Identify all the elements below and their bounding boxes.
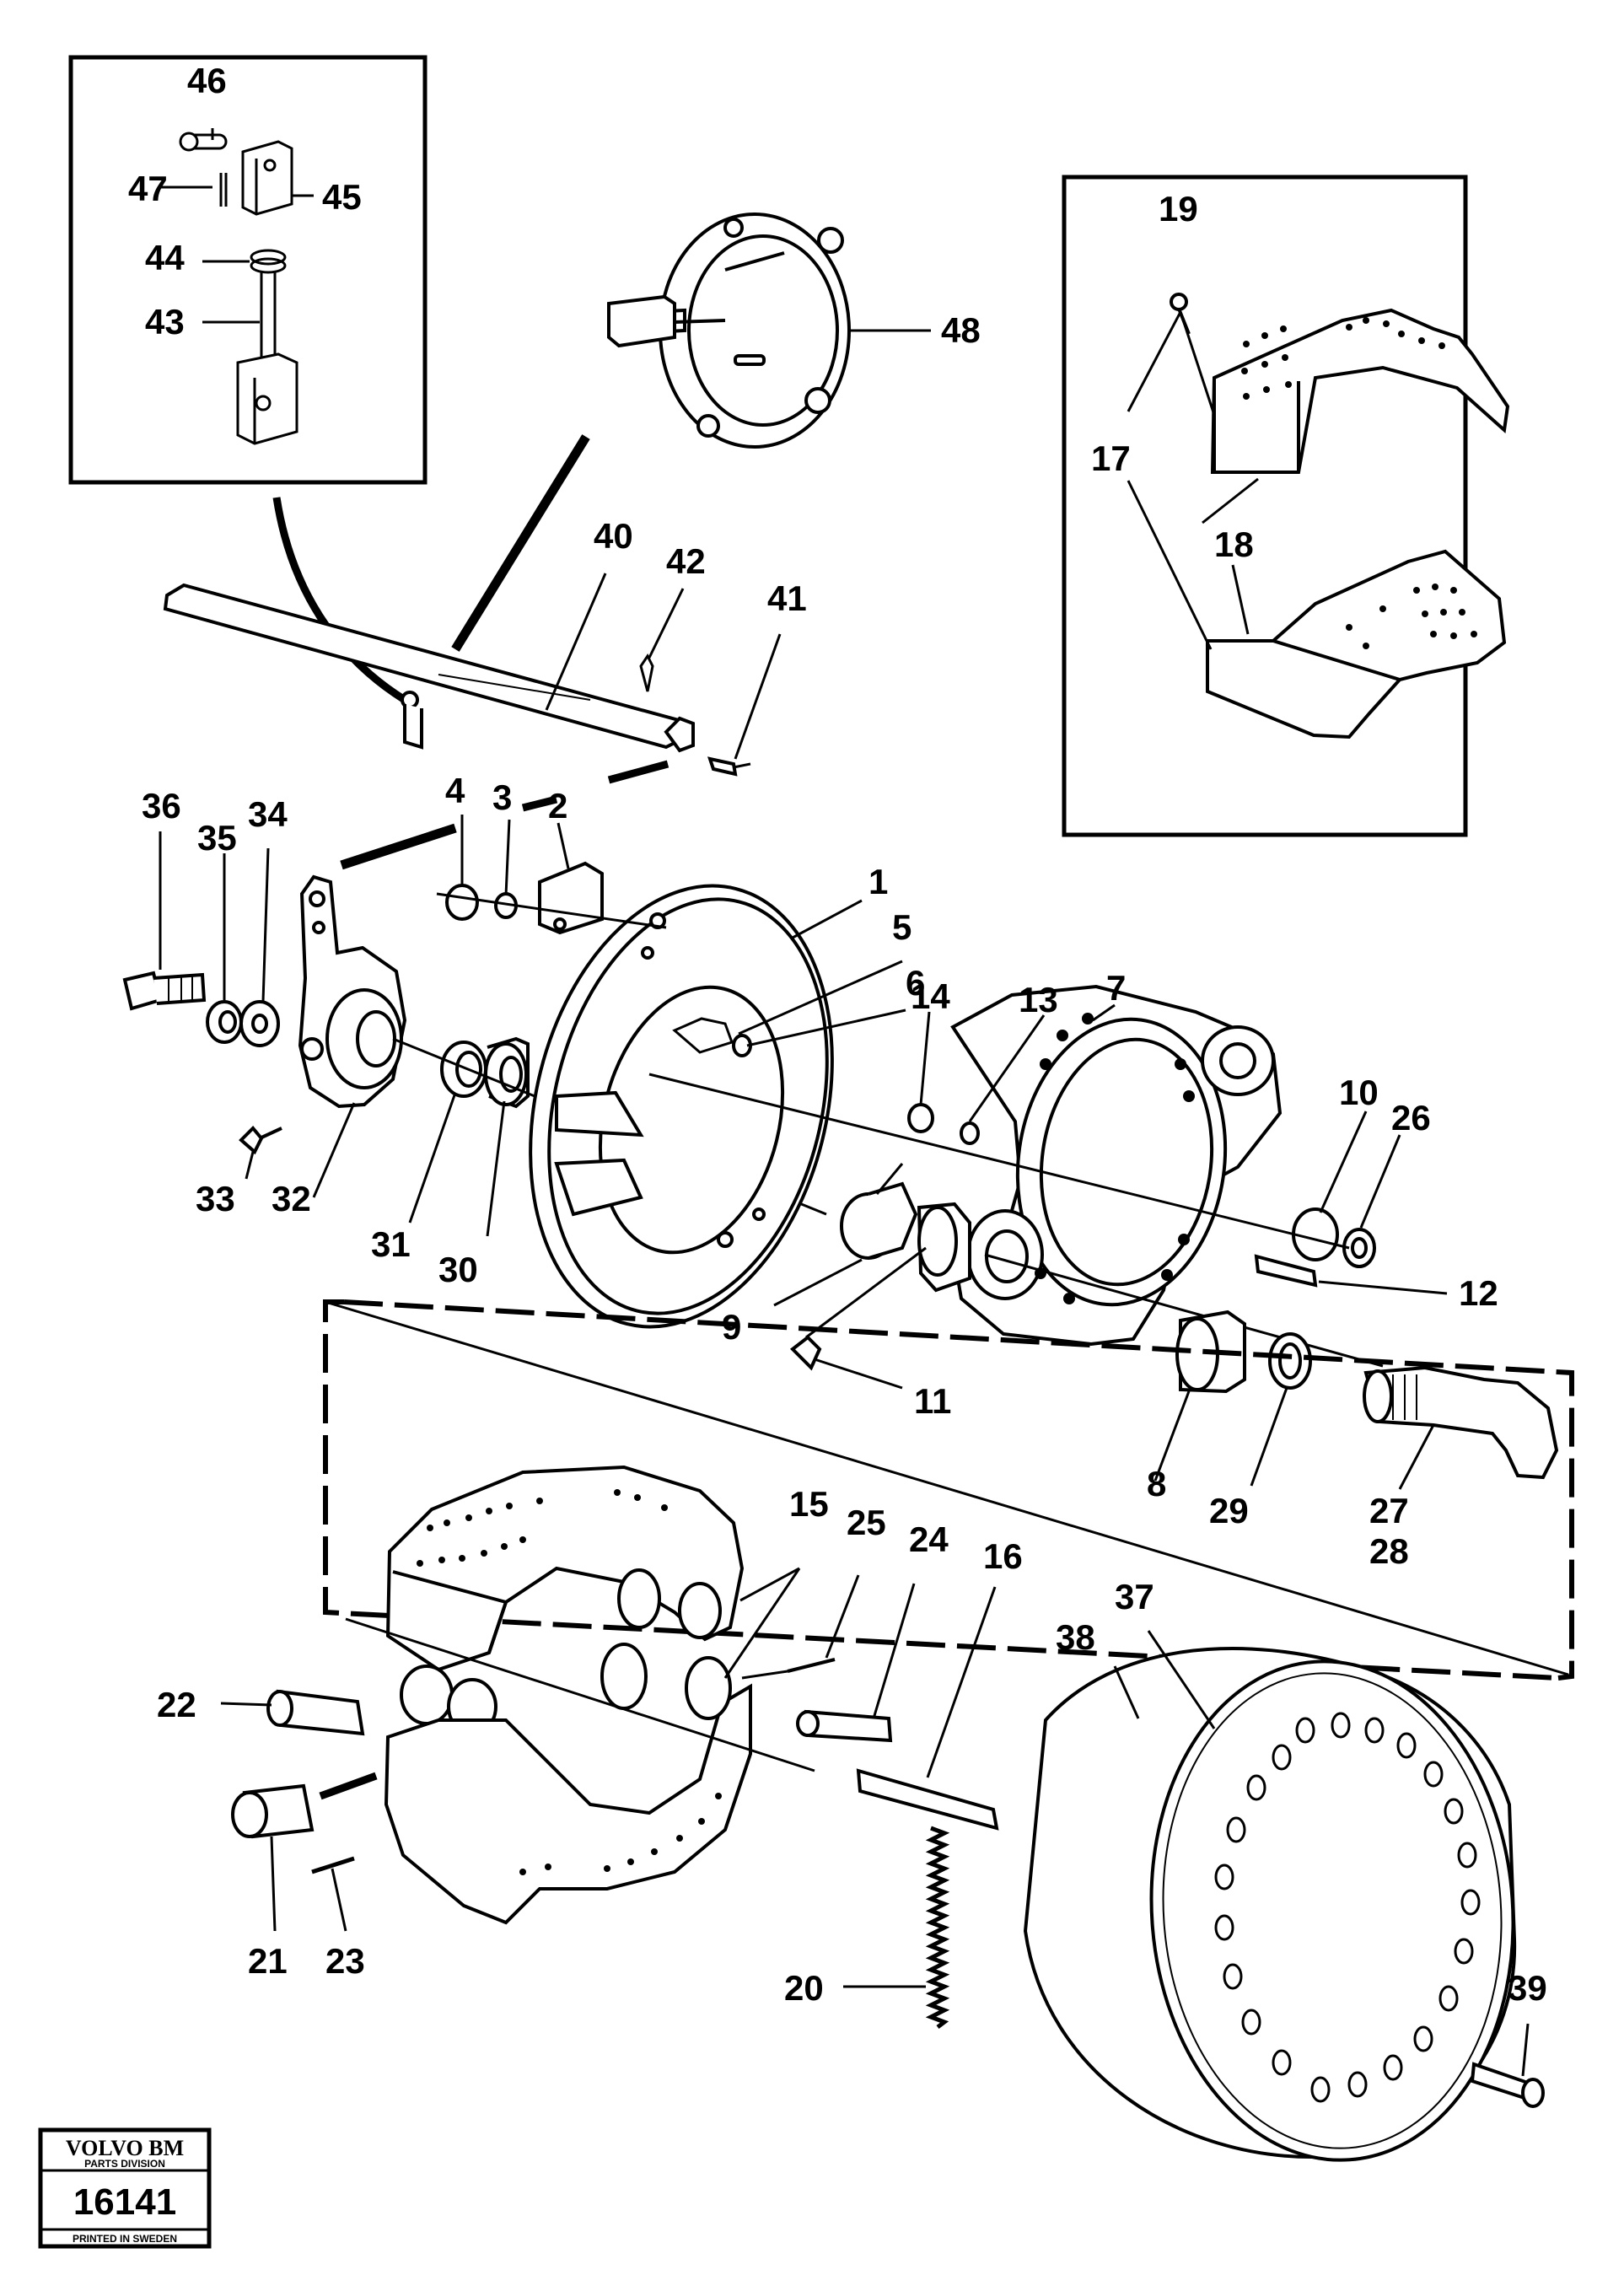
label-35: 35 [197, 818, 237, 858]
label-17: 17 [1091, 438, 1131, 478]
brake-drum [1023, 1630, 1545, 2162]
shaft-centerline [325, 1300, 1569, 1676]
label-6: 6 [906, 963, 925, 1003]
label-22: 22 [157, 1685, 196, 1724]
stamp-number: 16141 [73, 2181, 176, 2223]
label-48: 48 [941, 310, 981, 350]
label-31: 31 [371, 1224, 411, 1264]
label-24: 24 [909, 1519, 949, 1559]
inset-clevis-assembly [68, 55, 428, 485]
label-25: 25 [847, 1503, 886, 1542]
label-14: 14 [911, 976, 950, 1016]
label-7: 7 [1106, 968, 1126, 1008]
volvo-bm-stamp: VOLVO BM PARTS DIVISION 16141 PRINTED IN… [38, 2127, 212, 2249]
assembly-group-outline [323, 1299, 1574, 1681]
label-41: 41 [767, 578, 807, 618]
label-42: 42 [666, 541, 706, 581]
label-10: 10 [1339, 1073, 1379, 1112]
label-26: 26 [1391, 1098, 1431, 1138]
label-34: 34 [248, 794, 288, 834]
label-44: 44 [145, 238, 185, 277]
label-13: 13 [1019, 980, 1058, 1019]
label-28: 28 [1369, 1531, 1409, 1571]
label-8: 8 [1147, 1464, 1166, 1503]
lever-arm [163, 434, 782, 870]
stamp-brand: VOLVO BM [66, 2136, 184, 2160]
label-47: 47 [128, 169, 168, 208]
brake-chamber [607, 212, 931, 449]
label-5: 5 [892, 907, 911, 947]
label-1: 1 [868, 862, 888, 901]
inset-connector-line [272, 497, 407, 703]
label-3: 3 [492, 777, 512, 817]
brake-shoes [220, 1465, 999, 2029]
label-43: 43 [145, 302, 185, 342]
stamp-division: PARTS DIVISION [84, 2158, 165, 2170]
label-40: 40 [594, 516, 633, 556]
label-4: 4 [445, 771, 465, 810]
camshaft-group [1153, 1310, 1559, 1490]
label-32: 32 [272, 1179, 311, 1218]
label-37: 37 [1115, 1577, 1154, 1616]
label-39: 39 [1508, 1968, 1547, 2008]
label-9: 9 [722, 1307, 741, 1347]
inset-brake-lining [1062, 175, 1510, 837]
label-36: 36 [142, 786, 181, 826]
label-46: 46 [187, 61, 227, 100]
label-29: 29 [1209, 1491, 1249, 1530]
label-30: 30 [438, 1250, 478, 1289]
label-15: 15 [789, 1484, 829, 1524]
label-20: 20 [784, 1968, 824, 2008]
label-27: 27 [1369, 1491, 1409, 1530]
label-23: 23 [325, 1941, 365, 1981]
label-2: 2 [548, 786, 567, 826]
label-18: 18 [1214, 524, 1254, 564]
stamp-printed: PRINTED IN SWEDEN [73, 2233, 177, 2245]
label-11: 11 [914, 1381, 951, 1421]
label-12: 12 [1459, 1273, 1498, 1313]
label-16: 16 [983, 1536, 1023, 1576]
label-19: 19 [1159, 189, 1198, 229]
slack-adjuster-group [122, 831, 827, 1237]
label-38: 38 [1056, 1617, 1095, 1657]
part-labels: 46 47 45 44 43 48 19 17 18 40 42 41 36 3… [128, 61, 1547, 2008]
label-33: 33 [196, 1179, 235, 1218]
label-45: 45 [322, 177, 362, 217]
brake-spider [648, 984, 1448, 1390]
dust-shield [436, 815, 906, 1329]
label-21: 21 [248, 1941, 288, 1981]
